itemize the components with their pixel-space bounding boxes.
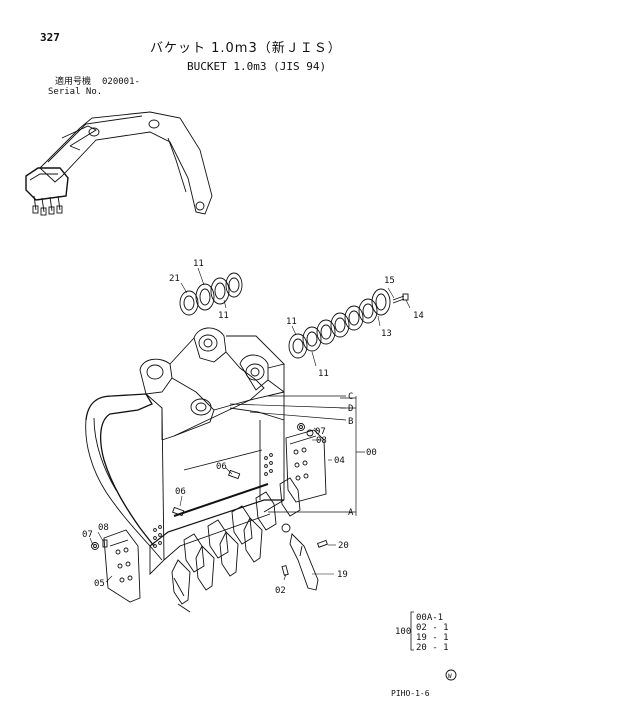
- callout-19: 19: [337, 570, 348, 580]
- assembly-bracket: [410, 611, 414, 651]
- assembly-item-4: 20 - 1: [416, 643, 449, 653]
- wm-circle-icon: [445, 669, 457, 681]
- callout-13: 13: [381, 329, 392, 339]
- callout-D: D: [348, 404, 353, 414]
- callout-07-left: 07: [82, 530, 93, 540]
- assembly-group-number: 100: [395, 627, 411, 637]
- callout-14: 14: [413, 311, 424, 321]
- side-cutter-left: [103, 529, 141, 603]
- page-title-japanese: バケット 1.0m3（新ＪＩＳ）: [150, 41, 342, 56]
- callout-11-top: 11: [193, 259, 204, 269]
- leader-lines: [89, 267, 411, 583]
- callout-A: A: [348, 508, 354, 518]
- callout-00: 00: [366, 448, 377, 458]
- shim-stack-right: [288, 288, 409, 359]
- excavator-arm-thumbnail: [25, 111, 213, 216]
- shim-stack-left: [179, 272, 243, 316]
- bolt-parts: [172, 469, 241, 517]
- nut-washer-left: [91, 539, 108, 550]
- nut-washer-right: [297, 423, 314, 437]
- reference-lines: [229, 395, 365, 516]
- callout-15: 15: [384, 276, 395, 286]
- callout-05: 05: [94, 579, 105, 589]
- callout-11-mid: 11: [218, 311, 229, 321]
- serial-label-english: Serial No.: [48, 87, 103, 97]
- callout-02: 02: [275, 586, 286, 596]
- footer-code: PIHO-1-6: [391, 689, 430, 698]
- teeth-row: [171, 477, 328, 613]
- page-title-english: BUCKET 1.0m3 (JIS 94): [187, 60, 327, 73]
- callout-20: 20: [338, 541, 349, 551]
- callout-08-right: 08: [316, 436, 327, 446]
- assembly-item-3: 19 - 1: [416, 633, 449, 643]
- serial-label-japanese: 適用号機: [55, 77, 92, 87]
- assembly-item-1: 00A-1: [416, 613, 443, 623]
- callout-11-left: 11: [286, 317, 297, 327]
- side-cutter-right: [285, 429, 327, 503]
- bucket-body: [85, 327, 285, 576]
- serial-number-value: 020001-: [102, 77, 140, 87]
- callout-06-upper: 06: [216, 462, 227, 472]
- callout-B: B: [348, 417, 353, 427]
- assembly-item-2: 02 - 1: [416, 623, 449, 633]
- callout-08-left: 08: [98, 523, 109, 533]
- callout-07-right: 07: [315, 427, 326, 437]
- callout-C: C: [348, 392, 353, 402]
- callout-21: 21: [169, 274, 180, 284]
- page-number: 327: [40, 31, 60, 44]
- wm-symbol-letter: W: [448, 673, 452, 680]
- callout-04: 04: [334, 456, 345, 466]
- callout-06-lower: 06: [175, 487, 186, 497]
- callout-11-low: 11: [318, 369, 329, 379]
